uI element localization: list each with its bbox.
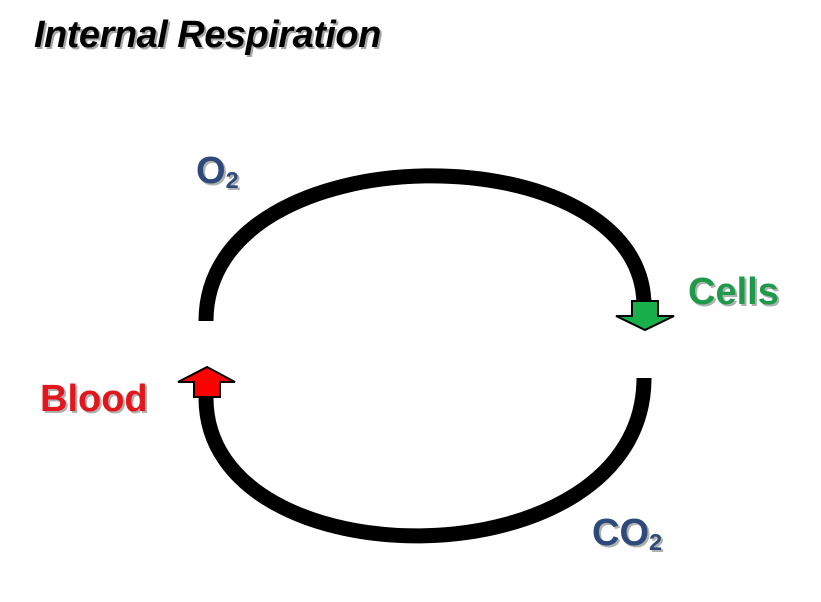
- cells-label: Cells: [688, 271, 779, 313]
- arrow-down-icon: [615, 300, 675, 332]
- page-title: Internal Respiration: [34, 14, 381, 56]
- carbon-dioxide-label-base: CO: [592, 512, 649, 554]
- oxygen-label: O2: [196, 150, 239, 194]
- oxygen-label-subscript: 2: [225, 167, 239, 194]
- carbon-dioxide-label-subscript: 2: [649, 529, 663, 556]
- blood-label: Blood: [40, 378, 148, 420]
- upper-arc: [198, 168, 652, 322]
- lower-arc: [198, 377, 652, 544]
- carbon-dioxide-label: CO2: [592, 512, 663, 556]
- oxygen-label-base: O: [196, 150, 226, 192]
- arrow-up-icon: [177, 365, 236, 398]
